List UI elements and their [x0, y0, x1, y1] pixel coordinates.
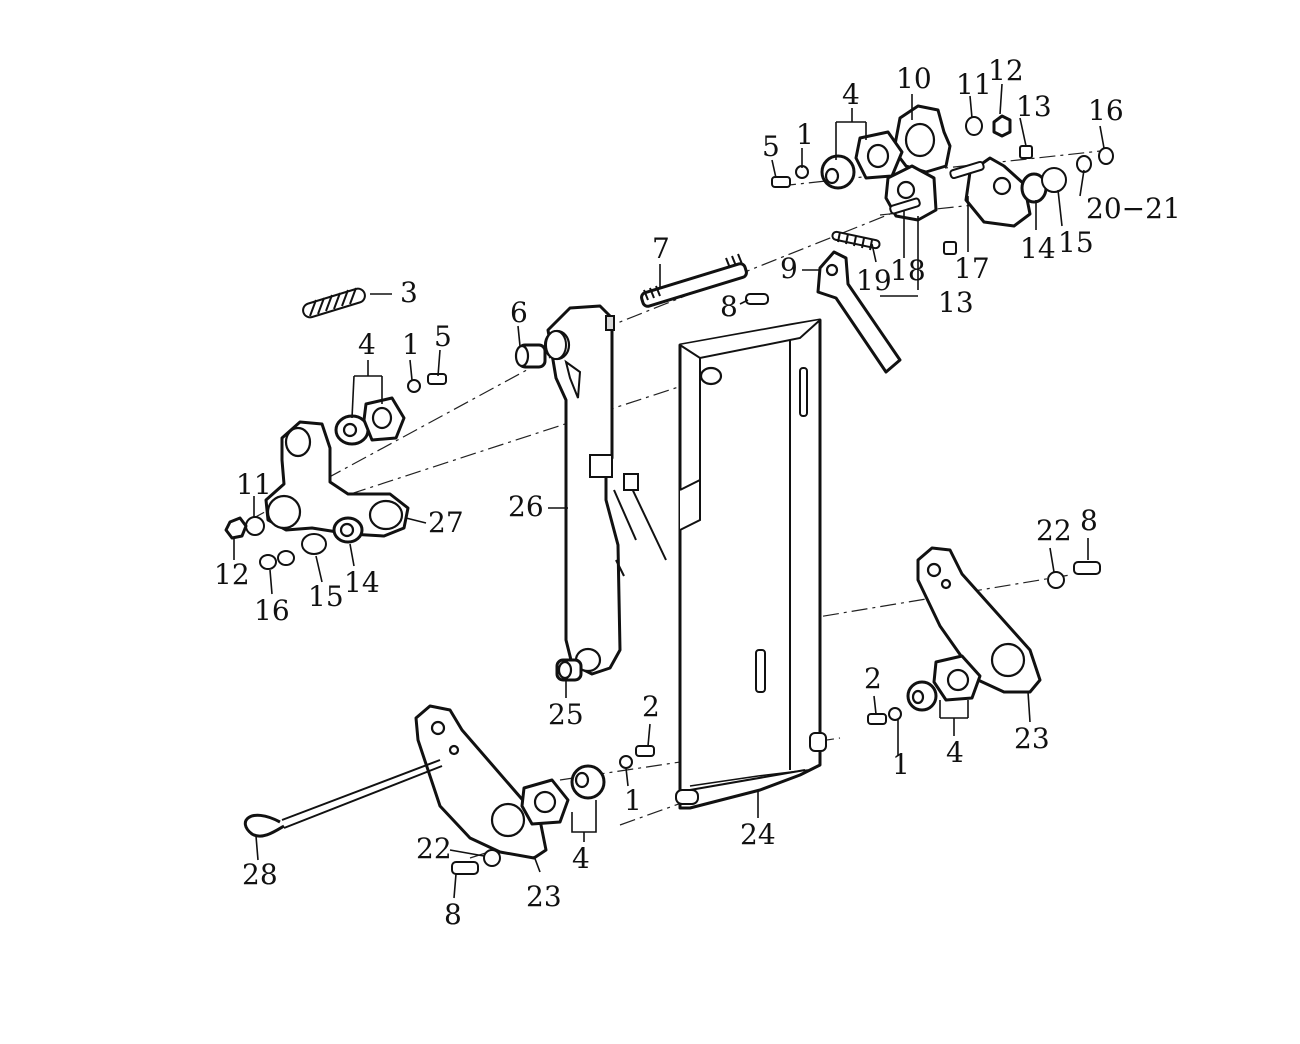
- callout-13-top: 13: [1016, 90, 1052, 123]
- callout-7: 7: [652, 232, 670, 265]
- callout-3: 3: [400, 276, 418, 309]
- part-25-bushing: [555, 658, 583, 682]
- part-20-21-washer: [1076, 155, 1092, 173]
- callout-10: 10: [896, 62, 932, 95]
- part-12-nut-top: [992, 114, 1012, 138]
- callout-11-top: 11: [956, 68, 992, 101]
- part-28-rod: [243, 759, 443, 838]
- part-2-screw-right: [867, 713, 887, 725]
- callout-5-top: 5: [762, 130, 780, 163]
- part-16-washers-left: [259, 550, 295, 570]
- part-4-bearing-left-top: [334, 396, 406, 446]
- part-4-bearing-bottom: [520, 764, 606, 826]
- callout-1-right: 1: [892, 748, 910, 781]
- callout-22-left: 22: [416, 832, 452, 865]
- part-23-plate-right: [916, 546, 1042, 694]
- part-27-left-bracket: [264, 420, 410, 538]
- callout-26: 26: [508, 490, 544, 523]
- callout-12-top: 12: [988, 54, 1024, 87]
- part-5-screw-top: [771, 176, 791, 188]
- callout-23-right: 23: [1014, 722, 1050, 755]
- callout-2-right: 2: [864, 662, 882, 695]
- part-24-main-column: [675, 318, 827, 810]
- callout-8-top: 8: [720, 290, 738, 323]
- part-1-washer-right: [888, 707, 902, 721]
- part-10-plate: [892, 104, 952, 174]
- part-1-washer-left: [407, 379, 421, 393]
- callout-19: 19: [856, 264, 892, 297]
- callout-14-left: 14: [344, 566, 380, 599]
- part-3-spring: [302, 287, 366, 319]
- callout-14-top: 14: [1020, 232, 1056, 265]
- callout-8-left: 8: [444, 898, 462, 931]
- callout-1-bottom: 1: [624, 784, 642, 817]
- callout-5-left: 5: [434, 320, 452, 353]
- part-14-bushing-left: [332, 516, 364, 544]
- callout-23-left: 23: [526, 880, 562, 913]
- callout-1-top: 1: [796, 118, 814, 151]
- callout-9: 9: [780, 252, 798, 285]
- callout-12-left: 12: [214, 558, 250, 591]
- part-26-swing-arm: [543, 304, 667, 676]
- part-11-washer-top: [965, 116, 983, 136]
- part-15-circlip-left: [301, 533, 327, 555]
- callout-4-bottom: 4: [572, 842, 590, 875]
- callout-20-21: 20−21: [1086, 192, 1181, 225]
- callout-4-left: 4: [358, 328, 376, 361]
- part-1-washer-bottom: [619, 755, 633, 769]
- part-17-18-lever-plates: [884, 156, 1032, 228]
- part-6-bushings: [514, 330, 567, 369]
- callout-13-lower: 13: [938, 286, 974, 319]
- callout-16-top: 16: [1088, 94, 1124, 127]
- part-22-washer-left: [483, 849, 501, 867]
- callout-18: 18: [890, 254, 926, 287]
- part-4-bearing-right: [906, 654, 982, 712]
- callout-24: 24: [740, 818, 776, 851]
- callout-labels: 10 4 11 12 13 16 5 1 20−21 14 15 17 18 1…: [214, 54, 1181, 931]
- callout-2-bottom: 2: [642, 690, 660, 723]
- part-8-bolt-right: [1073, 561, 1101, 575]
- callout-17: 17: [954, 252, 990, 285]
- leader-lines: [233, 83, 1105, 899]
- callout-6: 6: [510, 296, 528, 329]
- callout-1-left: 1: [402, 328, 420, 361]
- part-13-nut-top: [1019, 145, 1033, 159]
- part-4-bearing-top: [820, 130, 904, 190]
- callout-27: 27: [428, 506, 464, 539]
- part-2-screw-bottom: [635, 745, 655, 757]
- part-8-pin-top: [745, 293, 769, 305]
- part-12-nut-left: [224, 516, 248, 540]
- part-11-washer-left: [245, 516, 265, 536]
- callout-15-top: 15: [1058, 226, 1094, 259]
- part-15-circlip-top: [1041, 167, 1067, 193]
- callout-8-right: 8: [1080, 504, 1098, 537]
- part-13-nut-lower: [943, 241, 957, 255]
- part-19-spring: [831, 230, 881, 251]
- callout-16-left: 16: [254, 594, 290, 627]
- part-16-washer-top: [1098, 147, 1114, 165]
- callout-4-top: 4: [842, 78, 860, 111]
- callout-15-left: 15: [308, 580, 344, 613]
- part-23-plate-left: [414, 704, 548, 860]
- part-7-shaft: [640, 253, 748, 308]
- part-5-screw-left: [427, 373, 447, 385]
- part-9-lever: [816, 250, 902, 374]
- part-8-bolt-left: [451, 861, 479, 875]
- callout-28: 28: [242, 858, 278, 891]
- part-22-washer-right: [1047, 571, 1065, 589]
- callout-25: 25: [548, 698, 584, 731]
- callout-4-right: 4: [946, 736, 964, 769]
- callout-22-right: 22: [1036, 514, 1072, 547]
- callout-11-left: 11: [236, 468, 272, 501]
